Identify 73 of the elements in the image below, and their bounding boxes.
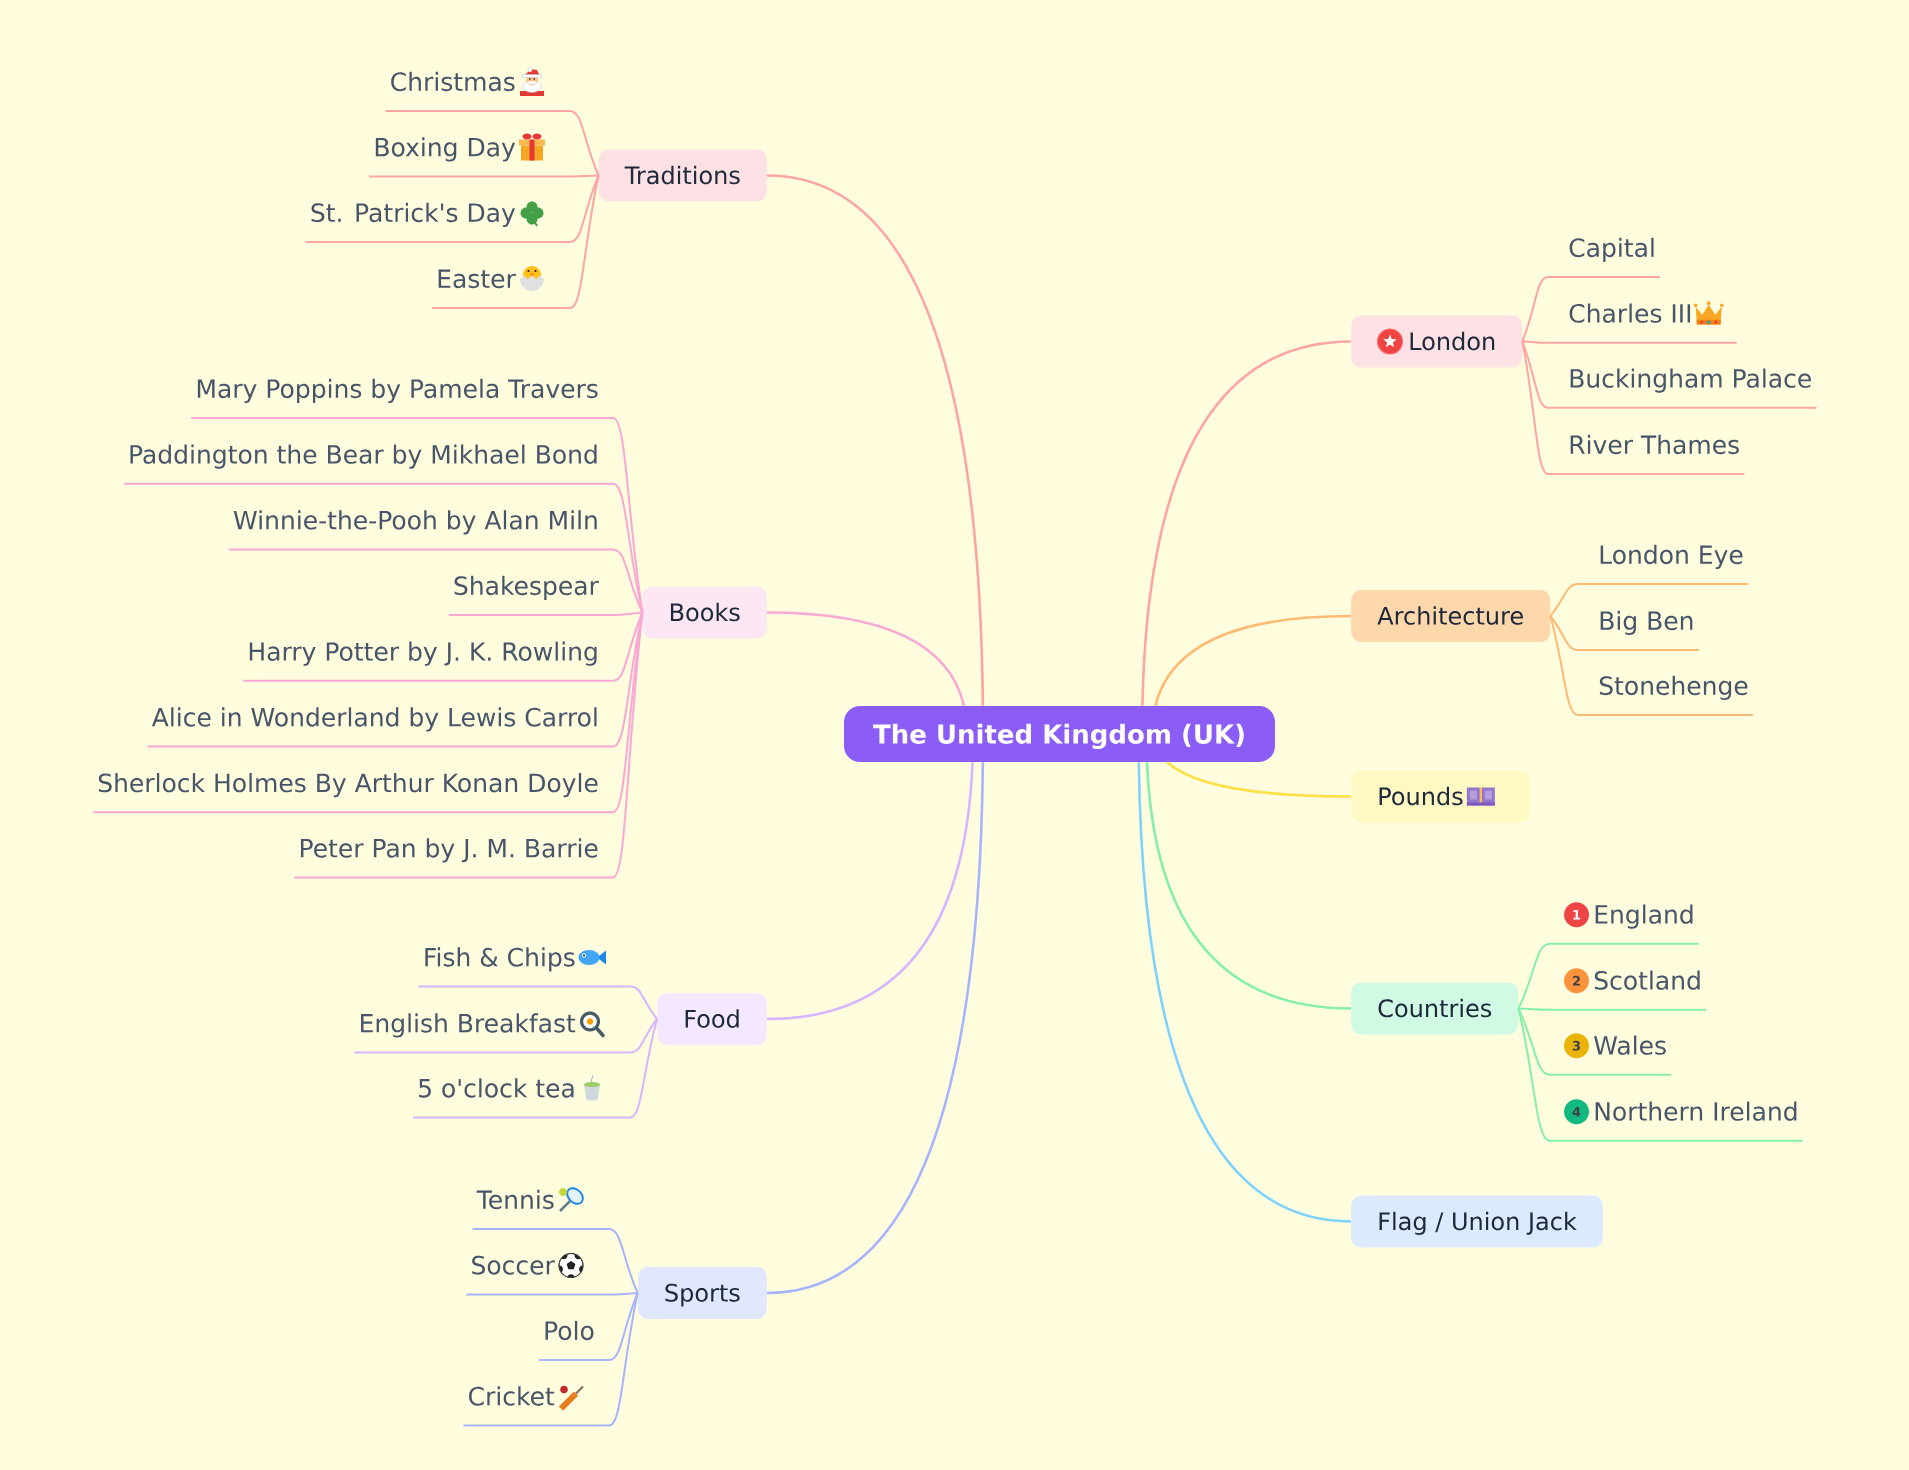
topic-label: Mary Poppins by Pamela Travers	[190, 378, 614, 419]
topic-box: London	[1351, 315, 1523, 368]
topic-label: Cricket	[462, 1386, 610, 1427]
branch-line	[629, 1018, 659, 1054]
topic-label: Soccer	[465, 1255, 610, 1296]
topic-label: Alice in Wonderland by Lewis Carrol	[146, 707, 614, 748]
topic-label: Christmas	[384, 71, 571, 112]
topic-label: Paddington the Bear by Mikhael Bond	[122, 444, 614, 485]
number-badge: 3	[1564, 1033, 1589, 1059]
topic-label: Stonehenge	[1577, 675, 1754, 716]
branch-line	[1154, 614, 1352, 707]
topic-label: Boxing Day	[368, 137, 571, 178]
branch-line	[1141, 340, 1352, 706]
topic-label: Big Ben	[1577, 610, 1700, 651]
branch-line	[612, 611, 644, 616]
branch-line	[569, 174, 600, 243]
topic-label: Shakespear	[447, 575, 614, 616]
branch-line	[1517, 1007, 1551, 1142]
topic-box: Sports	[637, 1267, 767, 1319]
topic-label: English Breakfast	[353, 1013, 631, 1054]
branch-line	[608, 1292, 639, 1361]
branch-line	[1521, 276, 1549, 343]
topic-label: Sherlock Holmes By Arthur Konan Doyle	[92, 773, 614, 814]
topic-label: Fish & Chips	[417, 947, 631, 988]
topic-label: Buckingham Palace	[1547, 368, 1818, 409]
topic-box: Flag / Union Jack	[1351, 1195, 1603, 1248]
topic-label: 5 o'clock tea	[411, 1078, 631, 1119]
branch-line	[1549, 615, 1579, 716]
branch-line	[766, 762, 974, 1021]
branch-line	[629, 985, 659, 1020]
number-badge: 1	[1564, 902, 1589, 928]
branch-line	[1517, 942, 1551, 1010]
branch-line	[766, 174, 985, 706]
branch-line	[629, 1018, 659, 1119]
central-topic-box: The United Kingdom (UK)	[844, 706, 1275, 762]
branch-line	[608, 1228, 639, 1294]
topic-box: Architecture	[1351, 590, 1551, 642]
topic-box: Countries	[1351, 982, 1519, 1035]
branch-line	[569, 174, 600, 309]
topic-label: Winnie-the-Pooh by Alan Miln	[227, 510, 614, 551]
topic-label: London Eye	[1577, 544, 1749, 585]
branch-line	[766, 611, 966, 707]
topic-label: St. Patrick's Day	[304, 202, 571, 243]
branch-line	[1517, 1007, 1551, 1011]
topic-label: Capital	[1547, 237, 1662, 278]
topic-label: Tennis	[471, 1189, 610, 1230]
topic-box: Food	[657, 993, 767, 1045]
branch-line	[612, 548, 644, 614]
topic-box: Pounds	[1351, 770, 1530, 823]
branch-line	[1549, 615, 1579, 651]
branch-line	[612, 611, 644, 879]
branch-line	[1521, 340, 1549, 344]
topic-box: Traditions	[598, 149, 767, 202]
branch-line	[608, 1292, 639, 1427]
topic-label: River Thames	[1547, 434, 1746, 475]
branch-line	[1166, 761, 1352, 798]
branch-line	[612, 611, 644, 682]
number-badge: 4	[1564, 1099, 1589, 1125]
topic-box: Books	[642, 586, 767, 639]
topic-label: Polo	[537, 1320, 610, 1361]
number-badge: 2	[1564, 968, 1589, 994]
topic-label: Charles III	[1547, 303, 1738, 344]
branch-line	[766, 762, 985, 1295]
branch-line	[1521, 340, 1549, 475]
branch-line	[569, 110, 600, 177]
topic-label: Peter Pan by J. M. Barrie	[293, 838, 614, 879]
branch-line	[569, 174, 600, 178]
topic-label: Easter	[431, 269, 571, 309]
branch-line	[1137, 762, 1352, 1223]
branch-line	[608, 1292, 639, 1296]
branch-line	[1549, 583, 1579, 617]
branch-line	[1145, 762, 1352, 1010]
topic-label: Harry Potter by J. K. Rowling	[242, 641, 614, 682]
